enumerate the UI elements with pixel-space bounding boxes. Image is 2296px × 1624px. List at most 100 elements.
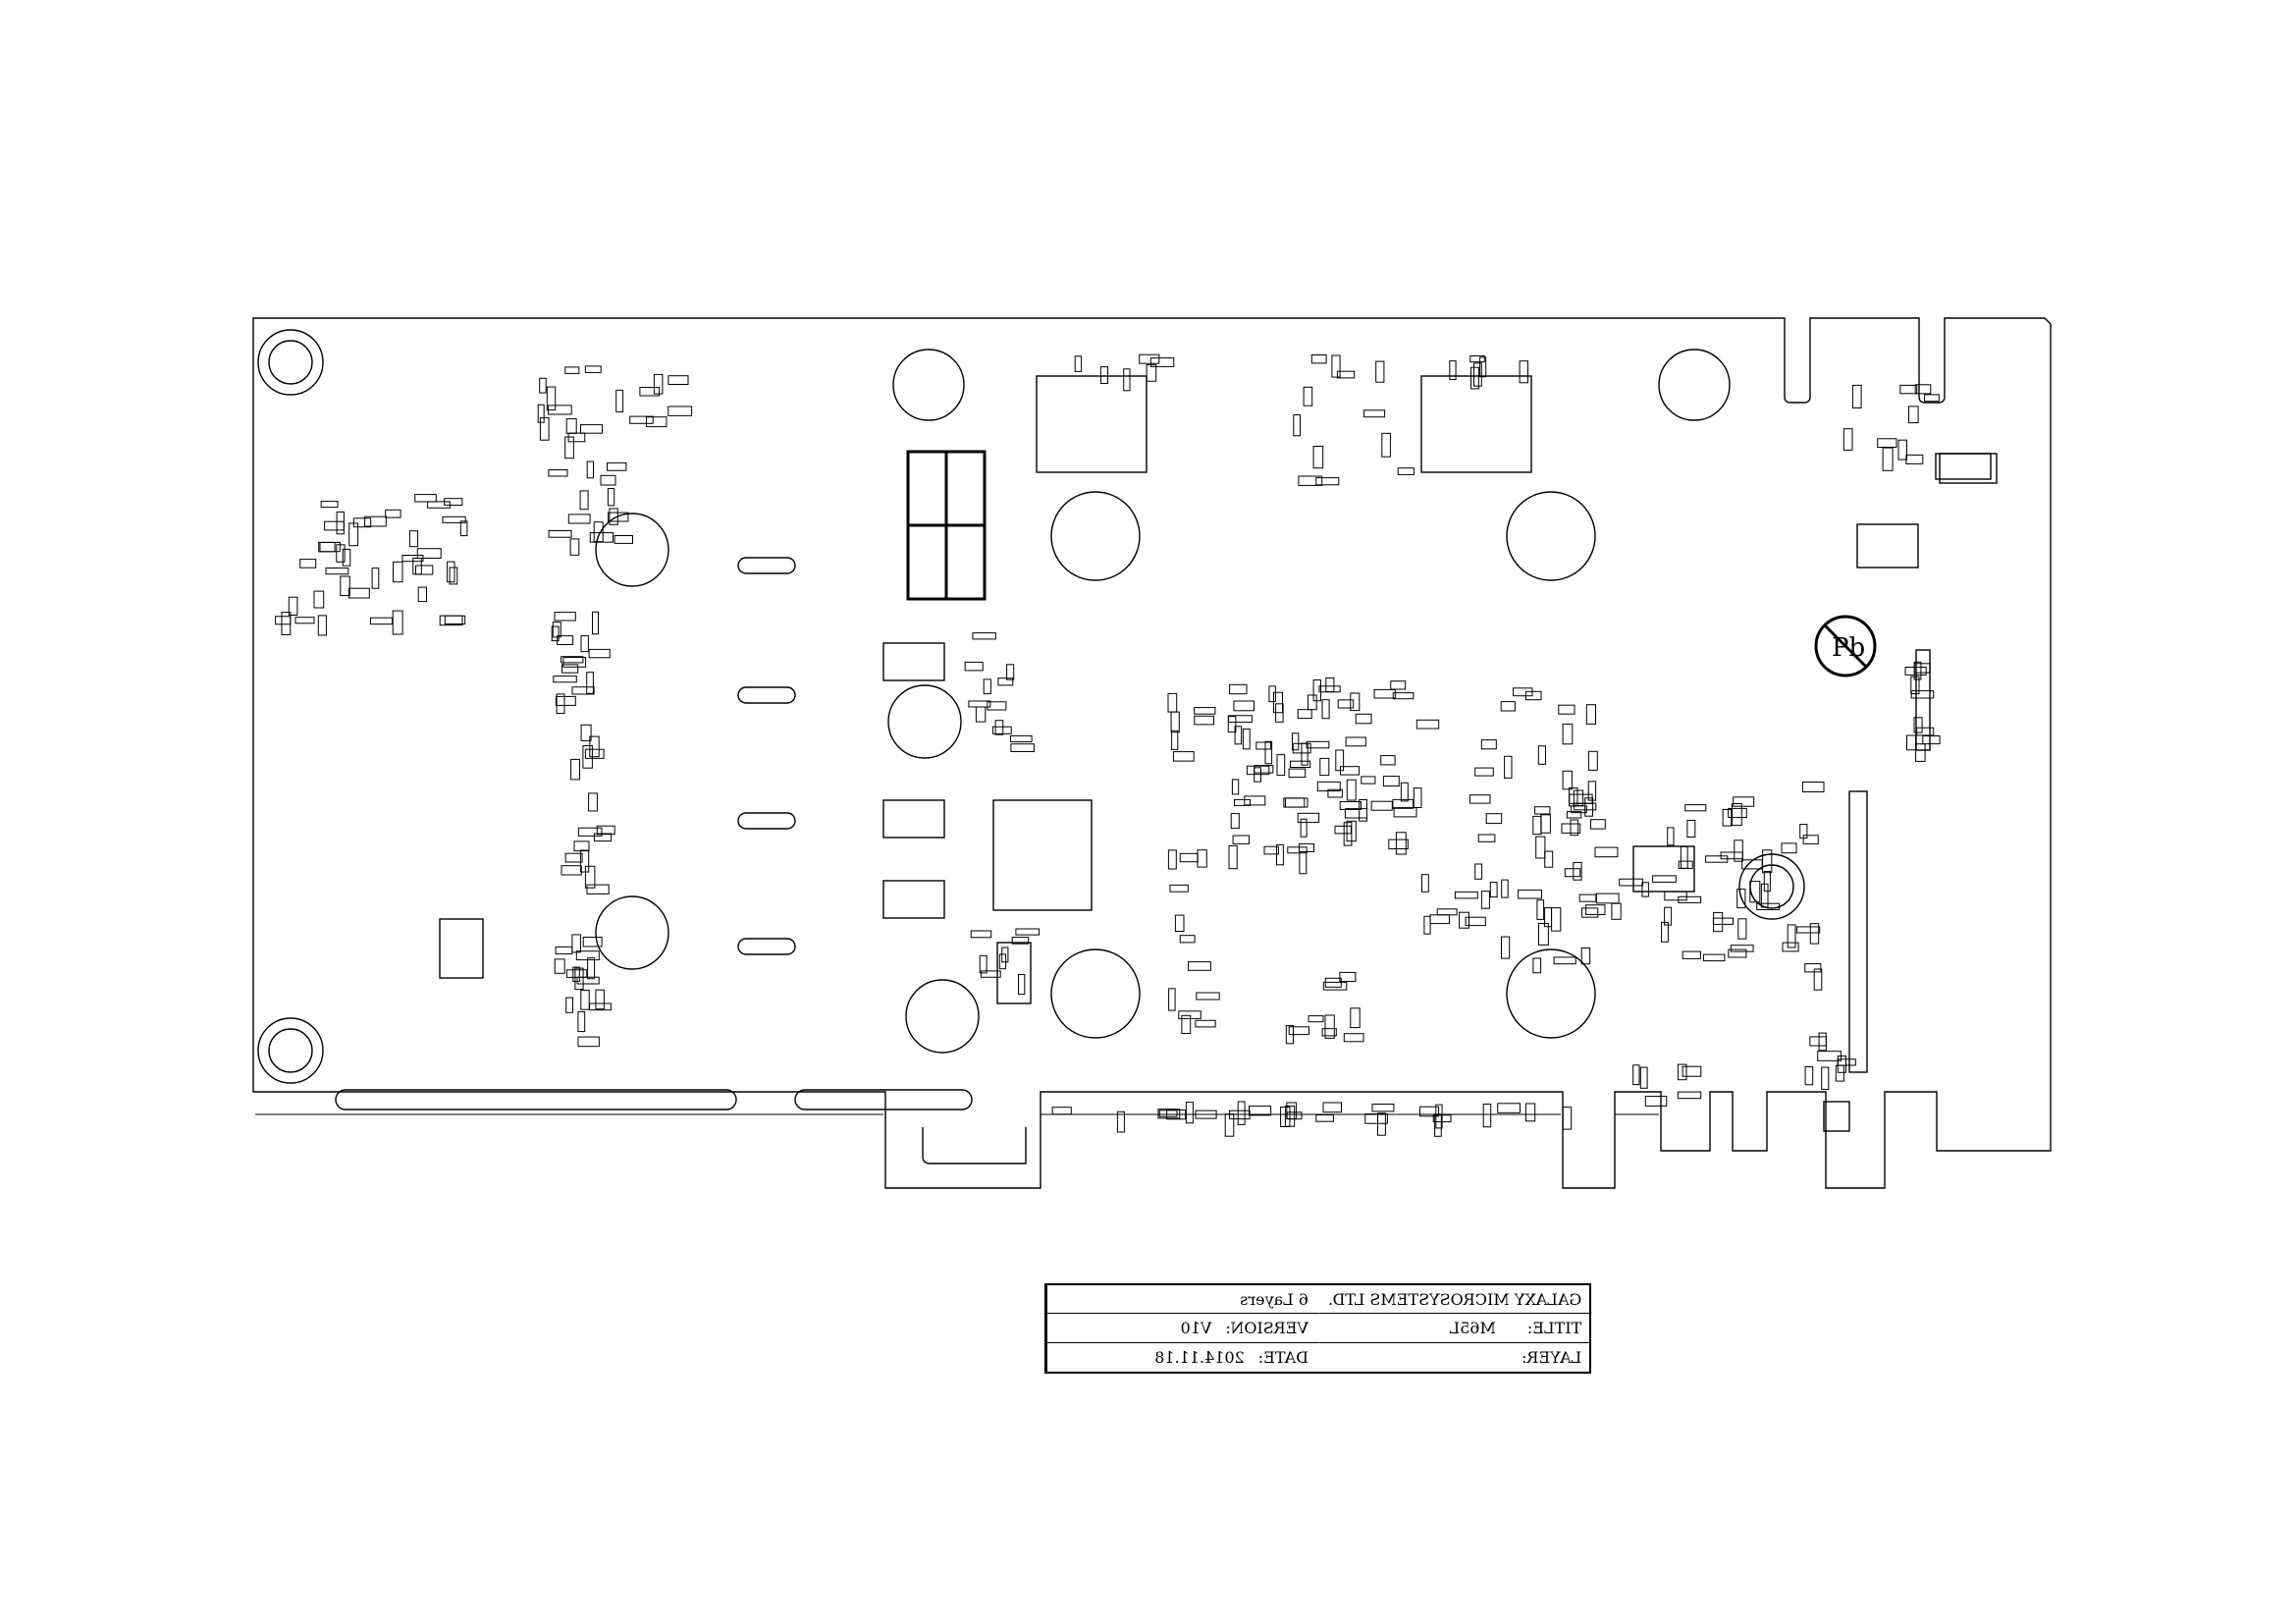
smd-pad: [1263, 845, 1279, 855]
smd-pad: [1585, 704, 1597, 725]
smd-pad: [1553, 956, 1576, 965]
smd-pad: [1393, 807, 1417, 818]
smd-pad: [997, 677, 1014, 686]
smd-pad: [1899, 384, 1918, 395]
smd-pad: [1782, 942, 1799, 952]
smd-pad: [564, 366, 580, 374]
smd-pad: [1168, 988, 1176, 1011]
smd-pad: [1677, 1063, 1687, 1081]
smd-pad: [1415, 719, 1440, 730]
smd-pad: [1293, 414, 1302, 437]
smd-pad: [1381, 432, 1391, 458]
smd-pad: [1364, 1113, 1388, 1124]
smd-pad: [1680, 845, 1688, 869]
smd-pad: [1639, 1066, 1648, 1089]
smd-pad: [548, 469, 568, 477]
smd-pad: [561, 664, 579, 674]
smd-pad: [1010, 743, 1035, 753]
smd-pad: [1299, 850, 1308, 875]
layers-count: 6 Layers: [1240, 1289, 1308, 1309]
smd-pad: [336, 544, 346, 563]
smd-pad: [596, 825, 615, 836]
smd-pad: [1166, 1110, 1187, 1120]
smd-pad: [408, 530, 419, 548]
smd-pad: [1006, 664, 1015, 680]
smd-pad: [1562, 1107, 1573, 1130]
smd-pad: [975, 706, 987, 723]
smd-pad: [1292, 732, 1300, 751]
smd-pad: [579, 849, 590, 873]
smd-pad: [1910, 676, 1920, 695]
smd-pad: [1334, 825, 1352, 835]
smd-pad: [1181, 1014, 1192, 1035]
title-value: M65L: [1449, 1318, 1496, 1337]
smd-pad: [1172, 751, 1195, 762]
smd-pad: [1781, 842, 1797, 854]
smd-pad: [565, 418, 577, 434]
smd-pad: [980, 970, 1001, 978]
smd-pad: [615, 389, 624, 412]
smd-pad: [1228, 715, 1253, 724]
smd-pad: [557, 635, 574, 645]
smd-pad: [1562, 770, 1573, 790]
smd-pad: [1390, 680, 1407, 690]
smd-pad: [667, 406, 693, 416]
smd-pad: [1167, 849, 1177, 870]
smd-pad: [1001, 947, 1009, 963]
lead-free-label: Pb: [1832, 633, 1865, 663]
smd-pad: [1195, 1110, 1217, 1119]
smd-pad: [1051, 1107, 1072, 1115]
smd-pad: [1255, 741, 1271, 750]
smd-pad: [342, 548, 351, 567]
smd-pad: [1470, 366, 1479, 390]
smd-pad: [1179, 852, 1199, 863]
smd-pad: [983, 678, 991, 695]
smd-pad: [1116, 1110, 1125, 1133]
smd-pad: [1737, 918, 1747, 940]
smd-pad: [1661, 921, 1669, 943]
inductor: [905, 979, 980, 1054]
smd-pad: [1413, 787, 1422, 808]
smd-pad: [1346, 779, 1357, 801]
smd-pad: [1276, 754, 1286, 777]
smd-pad: [1504, 755, 1513, 779]
smd-pad: [1299, 842, 1314, 853]
smd-pad: [1339, 971, 1357, 983]
smd-pad: [584, 365, 602, 373]
smd-pad: [1913, 717, 1923, 733]
smd-pad: [347, 587, 370, 599]
smd-pad: [539, 416, 550, 441]
inductor: [1506, 948, 1596, 1039]
smd-pad: [1809, 1036, 1828, 1047]
smd-pad: [1380, 755, 1396, 766]
smd-pad: [1585, 904, 1606, 916]
smd-pad: [1010, 734, 1033, 743]
smd-pad: [639, 387, 661, 397]
smd-pad: [393, 561, 403, 583]
smd-pad: [1276, 843, 1284, 866]
smd-pad: [1644, 1096, 1668, 1107]
smd-pad: [1479, 356, 1487, 378]
smd-pad: [579, 490, 589, 511]
smd-pad: [1905, 454, 1924, 464]
smd-pad: [1908, 406, 1919, 424]
inductor: [595, 895, 669, 970]
smd-pad: [449, 567, 458, 585]
ic-package: [1935, 453, 1992, 480]
ic-package: [1632, 845, 1695, 893]
smd-pad: [1749, 881, 1761, 903]
smd-pad: [979, 954, 988, 974]
smd-pad: [1804, 1066, 1814, 1086]
smd-pad: [1799, 824, 1808, 839]
smd-pad: [1361, 776, 1376, 785]
smd-pad: [970, 930, 992, 939]
smd-pad: [1370, 800, 1393, 811]
smd-pad: [1316, 781, 1341, 792]
smd-pad: [1796, 926, 1821, 934]
smd-pad: [1322, 981, 1348, 991]
smd-pad: [1477, 834, 1496, 842]
smd-pad: [1303, 386, 1313, 406]
smd-pad: [554, 612, 576, 622]
smd-pad: [570, 758, 580, 781]
smd-pad: [1544, 850, 1554, 868]
